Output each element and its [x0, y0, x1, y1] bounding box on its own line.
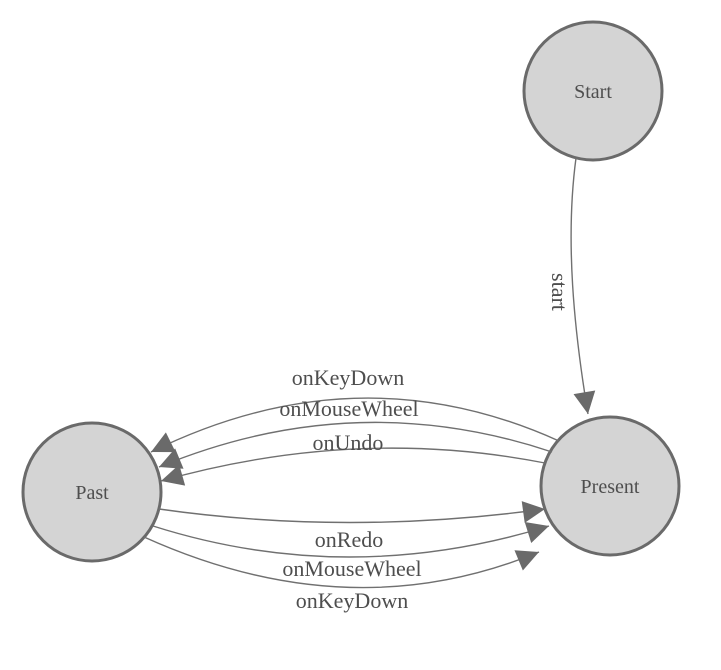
edge-past-to-present-onmousewheel — [152, 521, 550, 558]
state-node-present[interactable]: Present — [539, 415, 681, 557]
edge-start-to-present — [570, 157, 596, 415]
edge-label-onmousewheel-top: onMouseWheel — [279, 396, 418, 421]
state-circle-present[interactable] — [539, 415, 681, 557]
state-node-start[interactable]: Start — [522, 20, 664, 162]
state-circle-start[interactable] — [522, 20, 664, 162]
edge-label-onundo: onUndo — [313, 430, 384, 455]
edge-present-to-past-onmousewheel — [158, 421, 553, 469]
state-label-start: Start — [574, 81, 612, 103]
edge-label-onredo: onRedo — [315, 527, 383, 552]
state-label-present: Present — [581, 476, 640, 498]
state-label-past: Past — [75, 482, 109, 504]
edge-label-onmousewheel-bottom: onMouseWheel — [282, 556, 421, 581]
edge-label-onkeydown-bottom: onKeyDown — [296, 588, 408, 613]
edge-present-to-past-onundo — [160, 447, 546, 486]
state-node-past[interactable]: Past — [21, 421, 163, 563]
edge-label-start: start — [547, 273, 572, 311]
edge-present-to-past-onkeydown — [150, 397, 560, 453]
transition-edges: start onKeyDown onMouseWheel onUndo onRe… — [143, 157, 596, 613]
edge-past-to-present-onkeydown — [143, 536, 540, 589]
edge-label-onkeydown-top: onKeyDown — [292, 365, 404, 390]
state-circle-past[interactable] — [21, 421, 163, 563]
edge-past-to-present-onredo — [158, 501, 546, 524]
